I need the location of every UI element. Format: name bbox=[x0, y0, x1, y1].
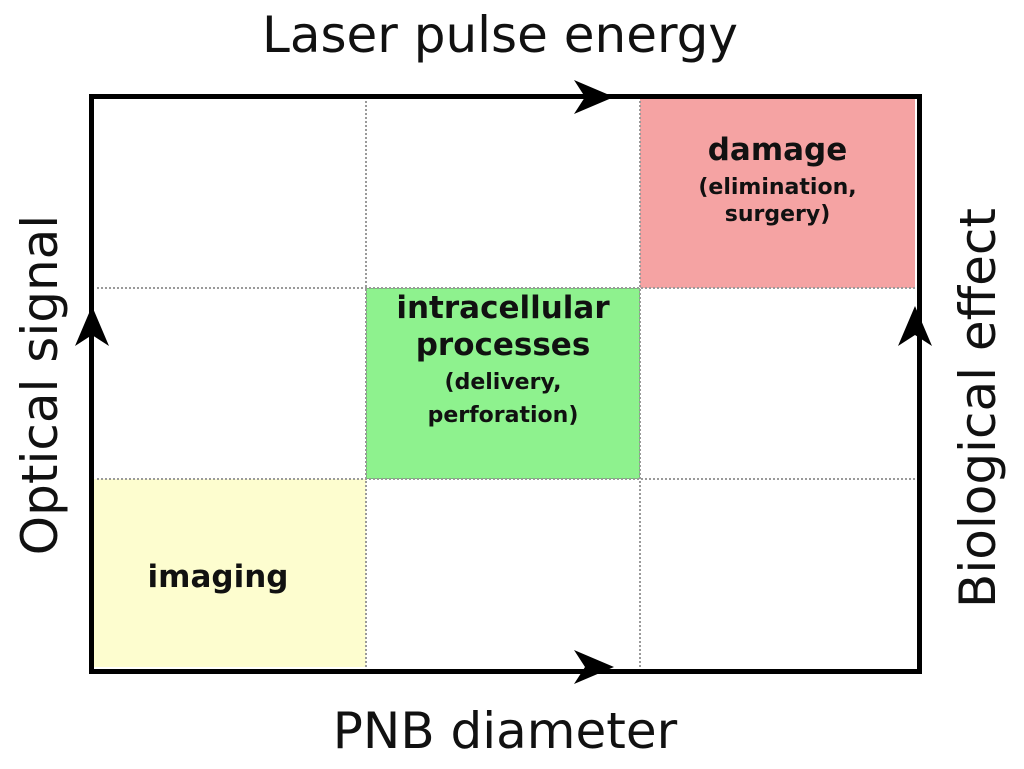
left-arrow-icon bbox=[75, 306, 109, 346]
grid-line-col-2 bbox=[639, 97, 641, 667]
intracellular-detail-line-2: perforation) bbox=[427, 402, 579, 428]
top-arrow-icon bbox=[574, 80, 614, 114]
intracellular-title-line-2: processes bbox=[415, 327, 591, 364]
bottom-axis-label: PNB diameter bbox=[332, 702, 678, 760]
damage-detail-line-1: (elimination, bbox=[698, 175, 857, 201]
imaging-title: imaging bbox=[147, 559, 289, 595]
grid-line-row-2 bbox=[92, 478, 915, 480]
diagram-frame bbox=[89, 94, 922, 674]
damage-region bbox=[640, 97, 915, 288]
imaging-region bbox=[92, 479, 366, 667]
grid-line-row-1 bbox=[92, 287, 915, 289]
grid-line-col-1 bbox=[365, 97, 367, 667]
intracellular-label-group: intracellular processes (delivery, perfo… bbox=[356, 290, 650, 429]
right-arrow-icon bbox=[898, 306, 932, 346]
damage-label-group: damage (elimination, surgery) bbox=[640, 132, 915, 228]
damage-title: damage bbox=[707, 132, 848, 168]
damage-detail-line-2: surgery) bbox=[724, 201, 831, 227]
top-axis-label: Laser pulse energy bbox=[261, 6, 738, 64]
bottom-arrow-icon bbox=[574, 650, 614, 684]
intracellular-detail-line-1: (delivery, bbox=[444, 370, 562, 396]
intracellular-title-line-1: intracellular bbox=[396, 290, 610, 326]
